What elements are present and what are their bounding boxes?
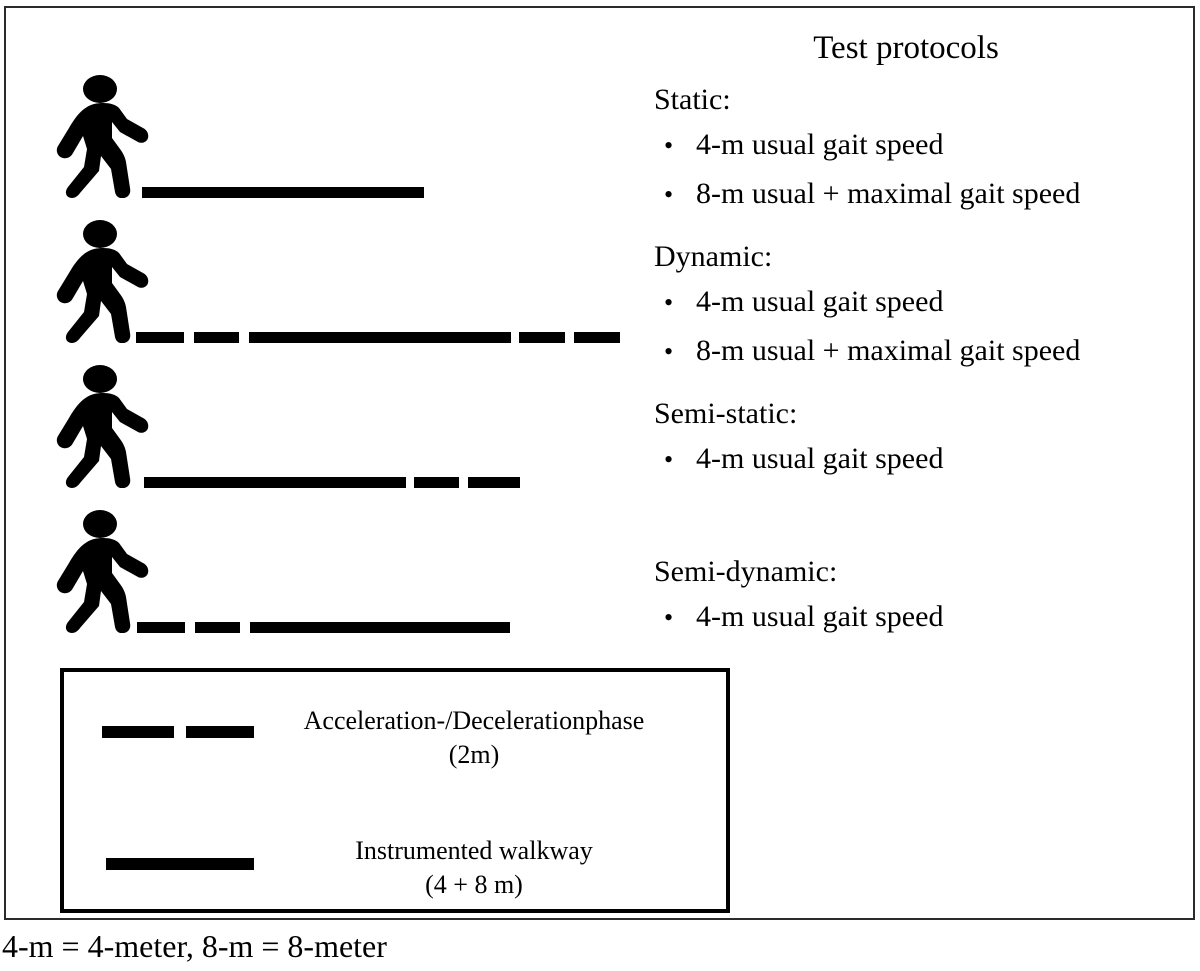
- track-segment: [194, 332, 239, 343]
- protocol-item: • 8-m usual + maximal gait speed: [654, 170, 1194, 219]
- bullet-icon: •: [664, 445, 674, 474]
- protocol-heading: Semi-dynamic:: [654, 555, 838, 588]
- track-segment: [574, 332, 620, 343]
- bullet-icon: •: [664, 603, 674, 632]
- protocol-item-label: 8-m usual + maximal gait speed: [696, 334, 1081, 367]
- track-segment: [144, 477, 406, 488]
- protocol-heading: Static:: [654, 83, 731, 116]
- legend-label: Acceleration-/Decelerationphase (2m): [264, 704, 684, 772]
- walking-person-icon: [54, 362, 150, 488]
- track-segment: [468, 477, 520, 488]
- track-segment: [136, 332, 184, 343]
- protocol-item-label: 4-m usual gait speed: [696, 128, 944, 161]
- figure-caption: 4-m = 4-meter, 8-m = 8-meter: [2, 928, 387, 964]
- walk-row-semi-static: [6, 362, 626, 492]
- protocol-heading: Dynamic:: [654, 240, 773, 273]
- track-segment: [142, 187, 424, 198]
- protocol-item-label: 4-m usual gait speed: [696, 285, 944, 318]
- protocol-heading: Semi-static:: [654, 397, 798, 430]
- protocol-item-label: 4-m usual gait speed: [696, 600, 944, 633]
- legend-label-line2: (2m): [448, 740, 500, 769]
- legend-label-line1: Acceleration-/Decelerationphase: [303, 706, 645, 735]
- bullet-icon: •: [664, 288, 674, 317]
- legend-label-line2: (4 + 8 m): [425, 870, 523, 899]
- legend-label-line1: Instrumented walkway: [355, 836, 593, 865]
- walk-row-semi-dynamic: [6, 507, 626, 637]
- walk-row-static: [6, 72, 626, 202]
- track-segment: [519, 332, 565, 343]
- protocol-item: • 4-m usual gait speed: [654, 121, 1194, 170]
- protocol-block-static: Static: • 4-m usual gait speed • 8-m usu…: [654, 78, 1194, 219]
- track-segment: [250, 622, 510, 633]
- protocol-block-semi-static: Semi-static: • 4-m usual gait speed: [654, 392, 1194, 484]
- figure-frame: Test protocols: [4, 6, 1195, 920]
- track-segment: [249, 332, 511, 343]
- walking-person-icon: [54, 72, 150, 198]
- track-segment: [137, 622, 185, 633]
- protocol-item-label: 4-m usual gait speed: [696, 442, 944, 475]
- walking-person-icon: [54, 217, 150, 343]
- walking-person-icon: [54, 507, 150, 633]
- walk-row-dynamic: [6, 217, 626, 347]
- track-segment: [414, 477, 459, 488]
- protocol-item: • 4-m usual gait speed: [654, 435, 1194, 484]
- protocol-block-dynamic: Dynamic: • 4-m usual gait speed • 8-m us…: [654, 235, 1194, 376]
- bullet-icon: •: [664, 131, 674, 160]
- legend-dashed-sample-icon: [102, 726, 298, 738]
- track-segment: [195, 622, 240, 633]
- protocol-item-label: 8-m usual + maximal gait speed: [696, 177, 1081, 210]
- protocol-block-semi-dynamic: Semi-dynamic: • 4-m usual gait speed: [654, 550, 1194, 642]
- legend-solid-sample-icon: [106, 858, 254, 870]
- protocol-list: Static: • 4-m usual gait speed • 8-m usu…: [654, 78, 1194, 656]
- bullet-icon: •: [664, 180, 674, 209]
- protocol-item: • 8-m usual + maximal gait speed: [654, 327, 1194, 376]
- protocol-item: • 4-m usual gait speed: [654, 278, 1194, 327]
- protocol-item: • 4-m usual gait speed: [654, 593, 1194, 642]
- figure-title: Test protocols: [813, 30, 999, 66]
- legend-box: Acceleration-/Decelerationphase (2m) Ins…: [60, 668, 730, 913]
- bullet-icon: •: [664, 337, 674, 366]
- legend-label: Instrumented walkway (4 + 8 m): [264, 834, 684, 902]
